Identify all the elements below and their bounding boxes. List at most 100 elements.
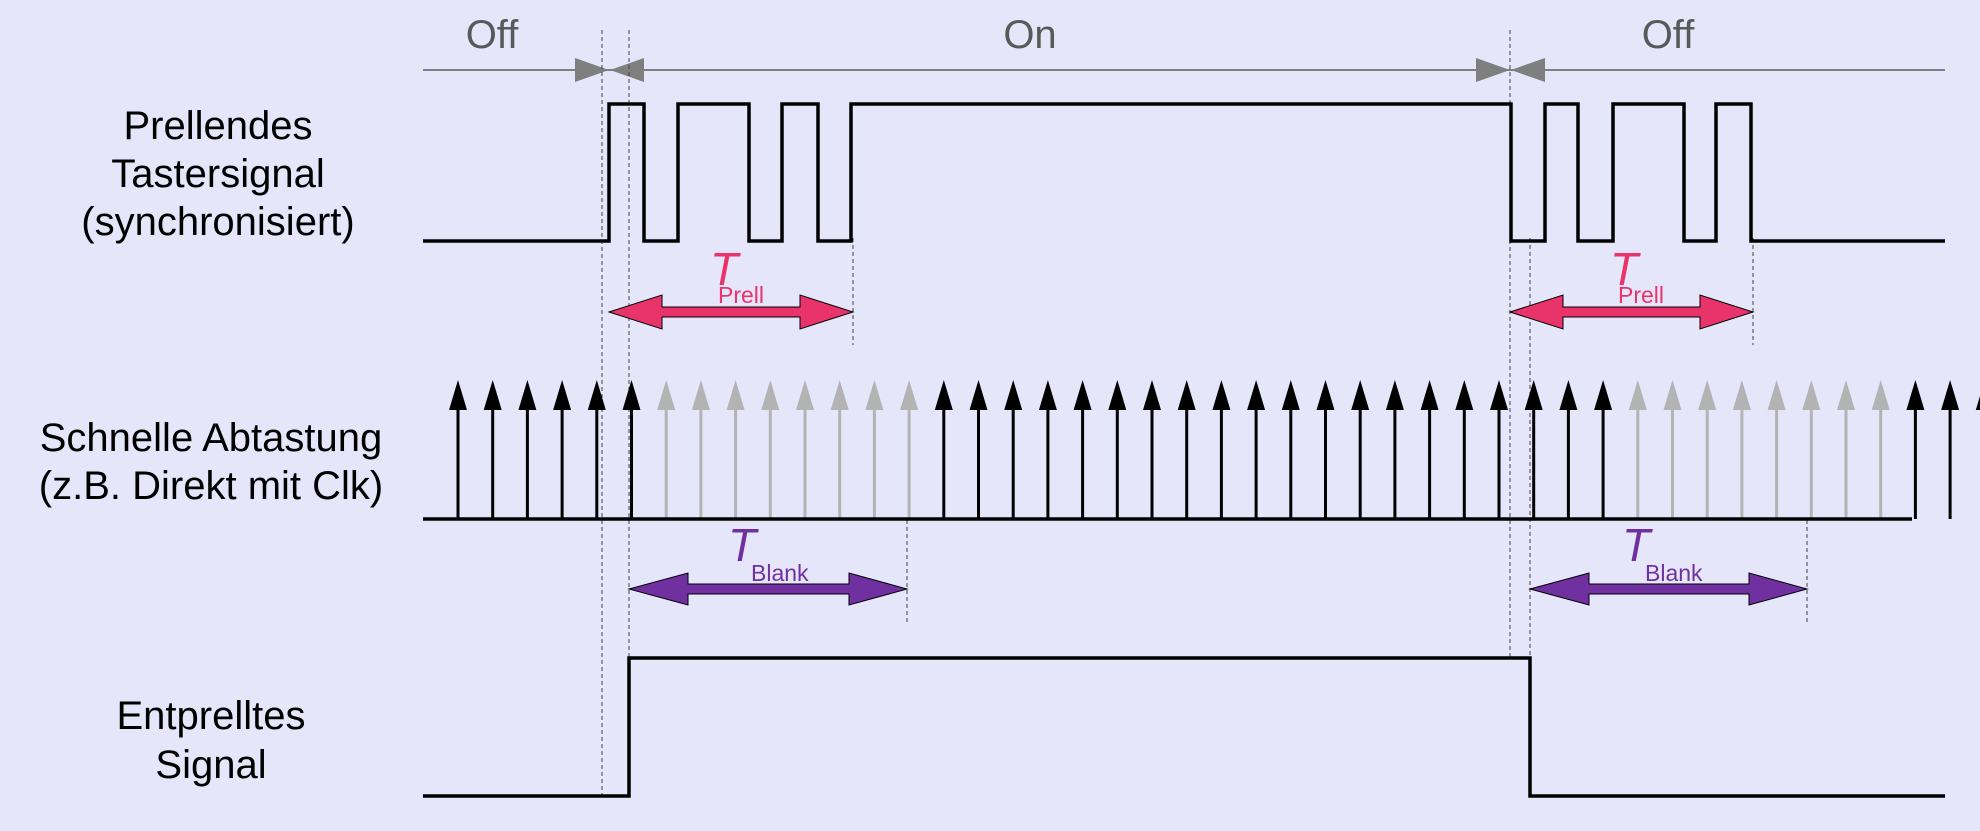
sample-arrow — [1385, 380, 1404, 519]
t-blank-interval-2: T Blank — [1528, 519, 1809, 606]
sample-arrow — [1004, 380, 1023, 519]
t-blank-arrow — [1528, 572, 1809, 606]
sample-arrow-head — [1385, 380, 1404, 410]
sample-arrow-head — [1837, 380, 1855, 410]
sample-arrow — [1490, 380, 1508, 519]
t-prell-symbol: T — [1610, 243, 1641, 295]
sample-arrow-head — [1594, 380, 1613, 410]
t-blank-arrow — [627, 572, 909, 606]
sample-arrow-head — [1247, 380, 1266, 410]
t-prell-interval-1: T Prell — [607, 243, 855, 330]
sample-arrow-head — [1004, 380, 1023, 410]
sample-arrow-blanked — [657, 380, 676, 519]
sample-arrow-head — [1941, 380, 1960, 410]
sample-arrow-head — [1767, 380, 1786, 410]
t-blank-subscript: Blank — [1645, 560, 1703, 586]
sample-arrow-head — [449, 380, 467, 410]
sample-arrow-blanked — [1628, 380, 1647, 519]
sample-arrow-head — [483, 380, 502, 410]
sample-arrow-head — [1663, 380, 1682, 410]
sampling-label-line2: (z.B. Direkt mit Clk) — [39, 464, 383, 508]
sample-arrow — [622, 380, 641, 519]
sample-arrow-head — [1177, 380, 1196, 410]
debounced-signal-waveform — [423, 656, 1945, 798]
sample-arrow-head — [691, 380, 710, 410]
sample-arrow-head — [553, 380, 572, 410]
sample-arrow — [1177, 380, 1196, 519]
phase-label-on: On — [1003, 13, 1056, 57]
sample-arrow — [1281, 380, 1300, 519]
t-prell-arrow — [1508, 294, 1755, 330]
sample-arrow — [483, 380, 502, 519]
sample-arrow — [1559, 380, 1578, 519]
sample-arrow-blanked — [830, 380, 849, 519]
debounced-signal-label-line2: Signal — [155, 743, 266, 787]
sample-arrow-head — [657, 380, 676, 410]
phase-arrowhead — [610, 58, 644, 82]
sample-arrow — [1941, 380, 1960, 519]
sample-arrow-head — [1351, 380, 1370, 410]
sample-arrow-head — [587, 380, 606, 410]
sample-arrow-blanked — [900, 380, 919, 519]
sample-arrow-head — [1628, 380, 1647, 410]
sample-arrow-blanked — [691, 380, 710, 519]
bouncing-signal-label-line3: (synchronisiert) — [81, 200, 354, 244]
sample-arrow-head — [1455, 380, 1474, 410]
sample-arrow-blanked — [1767, 380, 1786, 519]
debounced-signal-label-line1: Entprelltes — [117, 694, 306, 738]
sample-arrow-head — [1143, 380, 1161, 410]
t-blank-subscript: Blank — [751, 560, 809, 586]
sample-arrow — [1420, 380, 1439, 519]
t-blank-symbol: T — [1622, 519, 1653, 571]
sample-arrow — [1351, 380, 1370, 519]
t-prell-subscript: Prell — [1618, 282, 1664, 308]
sample-arrow — [553, 380, 572, 519]
sample-arrow-head — [1212, 380, 1231, 410]
sample-arrow-blanked — [796, 380, 814, 519]
sample-arrow-blanked — [1802, 380, 1821, 519]
phase-arrowhead — [575, 58, 609, 82]
sampling-label-line1: Schnelle Abtastung — [40, 416, 382, 460]
bouncing-signal-waveform — [423, 102, 1945, 243]
sample-arrow-head — [969, 380, 988, 410]
sample-arrow-head — [1975, 396, 1980, 410]
sample-arrow-head — [796, 380, 814, 410]
sample-arrow-head — [1420, 380, 1439, 410]
sample-arrow-head — [865, 380, 884, 410]
sample-arrow-blanked — [1698, 380, 1717, 519]
sample-arrow-head — [1316, 380, 1335, 410]
sample-arrow-head — [900, 380, 919, 410]
sample-arrow-head — [1559, 380, 1578, 410]
sample-arrow — [1143, 380, 1161, 519]
sample-arrow-blanked — [1732, 380, 1751, 519]
sample-arrow-head — [1871, 380, 1890, 410]
bouncing-signal-label-line1: Prellendes — [123, 104, 312, 148]
sample-arrow — [518, 380, 537, 519]
phase-arrowhead — [1511, 58, 1545, 82]
sample-arrow-head — [726, 380, 745, 410]
sample-arrow-head — [761, 380, 780, 410]
t-blank-interval-1: T Blank — [627, 519, 909, 606]
t-prell-symbol: T — [710, 243, 741, 295]
phase-header: Off On Off — [423, 13, 1945, 82]
sample-arrow-blanked — [1837, 380, 1855, 519]
sample-arrow-head — [1732, 380, 1751, 410]
sample-arrow-head — [518, 380, 537, 410]
sample-arrow — [1073, 380, 1092, 519]
phase-label-off-start: Off — [466, 13, 520, 57]
sample-arrow-head — [1038, 380, 1057, 410]
sample-arrow-head — [1802, 380, 1821, 410]
sample-arrow — [1247, 380, 1266, 519]
sample-arrow — [969, 380, 988, 519]
sample-arrow — [1212, 380, 1231, 519]
t-prell-subscript: Prell — [718, 282, 764, 308]
t-blank-symbol: T — [728, 519, 759, 571]
sample-arrow-head — [934, 380, 953, 410]
sample-arrow-blanked — [1663, 380, 1682, 519]
sample-arrow — [1455, 380, 1474, 519]
sample-arrow-head — [830, 380, 849, 410]
sample-arrow-head — [1281, 380, 1300, 410]
sample-arrow-head — [1108, 380, 1127, 410]
